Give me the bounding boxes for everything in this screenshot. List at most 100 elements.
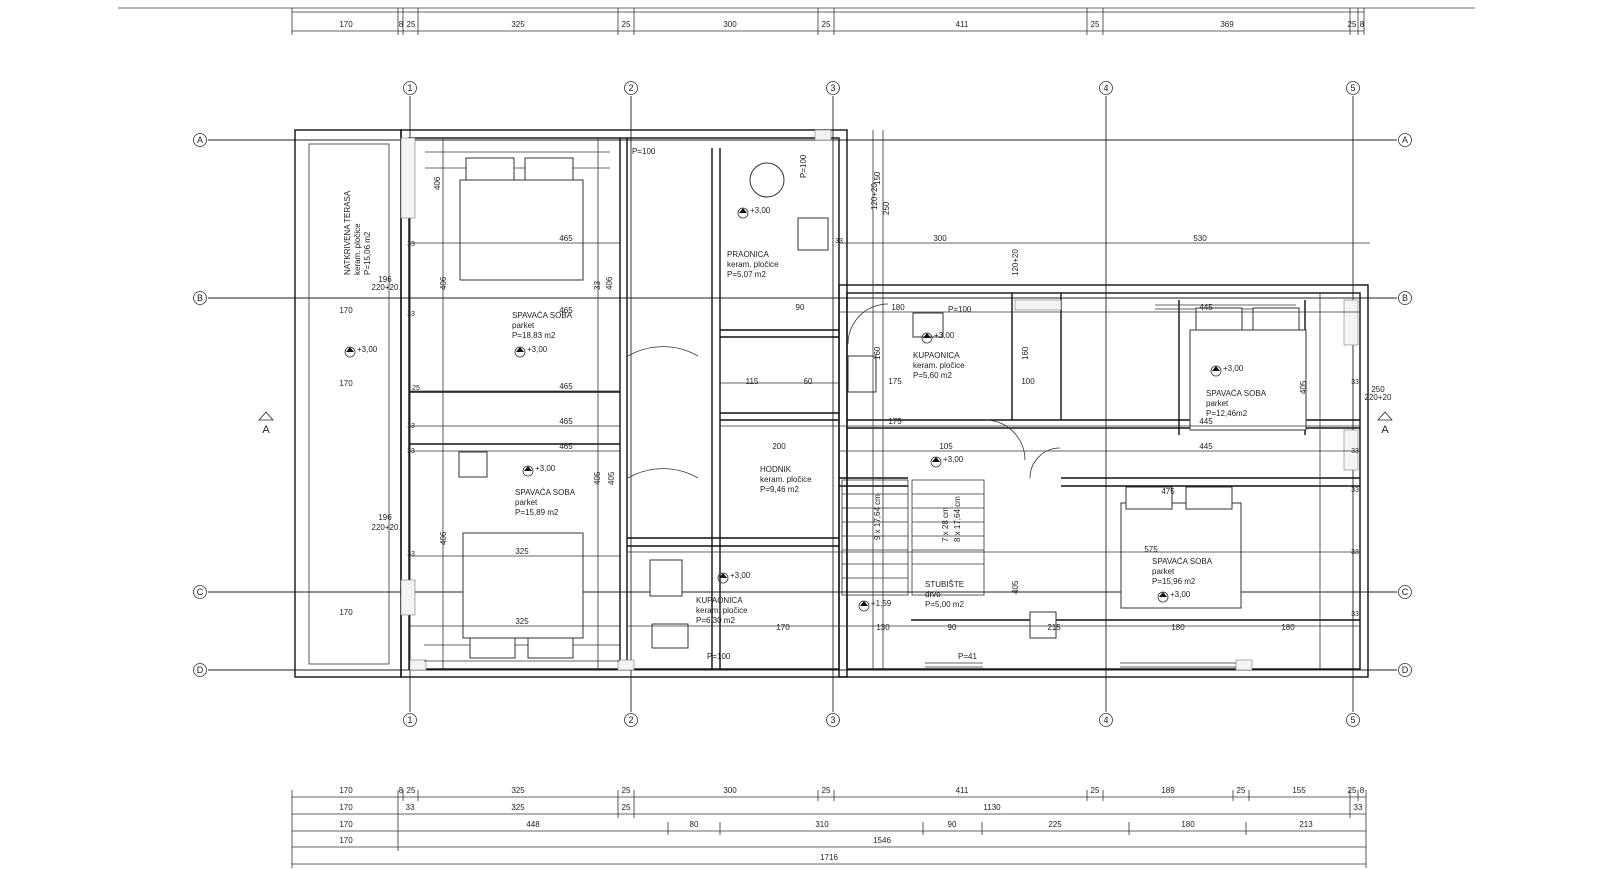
svg-text:465: 465: [559, 234, 573, 243]
dim-bottom-r1-14: 8: [1360, 786, 1365, 795]
svg-text:180: 180: [1281, 623, 1295, 632]
dim-top-6: 300: [723, 20, 737, 29]
svg-text:120+20: 120+20: [1011, 249, 1020, 276]
axis-bubble-1-top: 1: [403, 81, 417, 95]
stair-label-2: 7 x 28 cm: [941, 507, 950, 542]
room-terrace: NATKRIVENA TERASA keram. pločice P=15,06…: [343, 190, 372, 275]
dim-bottom-r1-1: 170: [339, 786, 353, 795]
svg-text:2: 2: [628, 83, 633, 93]
dim-top-4: 325: [511, 20, 525, 29]
svg-text:SPAVAĆA SOBA: SPAVAĆA SOBA: [512, 311, 573, 320]
toilet: [651, 623, 689, 649]
pillow: [1125, 486, 1173, 510]
room-hallway: HODNIK keram. pločice P=9,46 m2: [760, 465, 812, 494]
axis-bubble-a-right: A: [1398, 133, 1412, 147]
svg-text:130: 130: [876, 623, 890, 632]
dim-bottom-r3-5: 90: [948, 820, 957, 829]
svg-text:1: 1: [407, 83, 412, 93]
level-marker-bedroom-2: +3,00: [1210, 364, 1244, 377]
dim-top-10: 369: [1220, 20, 1234, 29]
svg-text:5: 5: [1350, 83, 1355, 93]
svg-text:+3,00: +3,00: [943, 455, 964, 464]
svg-text:keram. pločice: keram. pločice: [727, 260, 779, 269]
grid-bubbles: 1 2 3 4 5 1 2 3 4 5 A B C D A B C D: [193, 81, 1412, 727]
svg-text:406: 406: [439, 276, 448, 290]
svg-text:B: B: [1402, 293, 1408, 303]
svg-text:445: 445: [1199, 303, 1213, 312]
svg-text:150: 150: [873, 171, 882, 185]
axis-bubble-c-left: C: [193, 585, 207, 599]
dim-bottom-r2-5: 1130: [983, 803, 1001, 812]
svg-text:+3,00: +3,00: [535, 464, 556, 473]
svg-text:90: 90: [948, 623, 957, 632]
dim-bottom-r3-8: 213: [1299, 820, 1313, 829]
svg-text:+1,59: +1,59: [871, 599, 892, 608]
room-staircase: STUBIŠTE drvo P=5,00 m2: [925, 580, 964, 609]
room-laundry: PRAONICA keram. pločice P=5,07 m2: [727, 250, 779, 279]
furniture: [458, 157, 1307, 659]
level-marker-hallway: +3,00: [930, 455, 964, 468]
axis-bubble-a-left: A: [193, 133, 207, 147]
svg-text:175: 175: [888, 417, 902, 426]
svg-text:A: A: [262, 424, 270, 436]
dim-top-9: 25: [1091, 20, 1100, 29]
dim-bottom-r3-1: 170: [339, 820, 353, 829]
svg-text:D: D: [1402, 665, 1409, 675]
axis-bubble-4-bottom: 4: [1099, 713, 1113, 727]
svg-text:33: 33: [407, 241, 415, 248]
dim-bottom-r2-4: 25: [622, 803, 631, 812]
svg-text:P=100: P=100: [632, 147, 656, 156]
level-marker-bedroom-1: +3,00: [514, 345, 548, 358]
dim-bottom-r4-2: 1546: [873, 836, 891, 845]
svg-text:PRAONICA: PRAONICA: [727, 250, 769, 259]
section-marker-left: A: [258, 411, 274, 436]
dim-bottom-r1-13: 25: [1348, 786, 1357, 795]
dim-bottom-r2-2: 33: [406, 803, 415, 812]
svg-text:33: 33: [407, 551, 415, 558]
dim-top-1: 170: [339, 20, 353, 29]
svg-text:90: 90: [796, 303, 805, 312]
svg-text:105: 105: [939, 442, 953, 451]
svg-text:keram. pločice: keram. pločice: [760, 475, 812, 484]
svg-text:keram. pločice: keram. pločice: [696, 606, 748, 615]
axis-bubble-3-bottom: 3: [826, 713, 840, 727]
svg-text:445: 445: [1199, 442, 1213, 451]
axis-bubble-5-top: 5: [1346, 81, 1360, 95]
svg-text:465: 465: [559, 306, 573, 315]
svg-text:SPAVAĆA SOBA: SPAVAĆA SOBA: [515, 488, 576, 497]
pillow: [524, 157, 574, 181]
svg-text:+3,00: +3,00: [1170, 590, 1191, 599]
dim-bottom-r1-10: 189: [1161, 786, 1175, 795]
svg-text:C: C: [1402, 587, 1409, 597]
svg-text:406: 406: [439, 531, 448, 545]
svg-text:P=9,46 m2: P=9,46 m2: [760, 485, 799, 494]
svg-text:445: 445: [1199, 417, 1213, 426]
svg-text:325: 325: [515, 617, 529, 626]
svg-text:A: A: [1381, 424, 1389, 436]
opening-labels: P=100 P=100 P=100 P=100 P=41: [632, 147, 977, 661]
wall-thickness-values: 33 33 33 33 33 25 33 33 33 33 33 33: [407, 238, 1359, 618]
svg-text:P=15,89 m2: P=15,89 m2: [515, 508, 559, 517]
svg-text:3: 3: [830, 715, 835, 725]
inner-dimension-values: 465 465 465 465 465 445 445 445 300 530 …: [339, 234, 1392, 632]
svg-text:C: C: [197, 587, 204, 597]
svg-text:575: 575: [1144, 545, 1158, 554]
room-bedroom-2: SPAVAĆA SOBA parket P=12,46m2: [1206, 389, 1267, 418]
svg-text:33: 33: [1351, 549, 1359, 556]
svg-text:SPAVAĆA SOBA: SPAVAĆA SOBA: [1206, 389, 1267, 398]
svg-text:P=15,96 m2: P=15,96 m2: [1152, 577, 1196, 586]
svg-text:115: 115: [746, 377, 759, 386]
dim-top-5: 25: [622, 20, 631, 29]
level-marker-bathroom-2: +3,00: [717, 571, 751, 584]
svg-text:33: 33: [407, 311, 415, 318]
svg-text:A: A: [1402, 135, 1408, 145]
level-marker-bathroom-1: +3,00: [921, 331, 955, 344]
dim-bottom-r2-1: 170: [339, 803, 353, 812]
svg-text:175: 175: [888, 377, 902, 386]
svg-text:parket: parket: [1152, 567, 1175, 576]
svg-text:33: 33: [1351, 487, 1359, 494]
bed-1: [459, 179, 584, 281]
svg-text:530: 530: [1193, 234, 1207, 243]
axis-bubble-2-top: 2: [624, 81, 638, 95]
